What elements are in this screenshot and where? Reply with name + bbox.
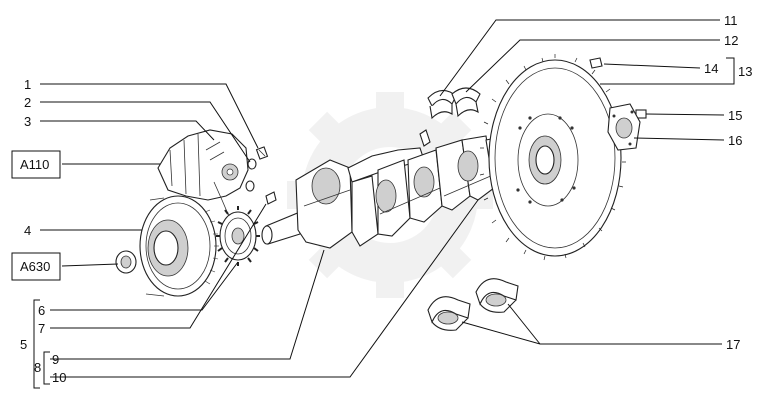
main-bearing-shells bbox=[427, 278, 519, 331]
callout-7: 7 bbox=[38, 321, 45, 336]
timing-sprocket bbox=[216, 206, 260, 266]
pulley-nut bbox=[115, 250, 137, 274]
ref-box-a630-label: A630 bbox=[20, 259, 50, 274]
callout-8: 8 bbox=[34, 360, 41, 375]
callout-9: 9 bbox=[52, 352, 59, 367]
callout-6: 6 bbox=[38, 303, 45, 318]
callout-16: 16 bbox=[728, 133, 742, 148]
callout-3: 3 bbox=[24, 114, 31, 129]
callout-15: 15 bbox=[728, 108, 742, 123]
ref-box-a110: A110 bbox=[11, 150, 61, 179]
woodruff-key bbox=[265, 191, 277, 205]
callout-12: 12 bbox=[724, 33, 738, 48]
callout-2: 2 bbox=[24, 95, 31, 110]
callout-14: 14 bbox=[704, 61, 718, 76]
ref-box-a110-label: A110 bbox=[20, 157, 49, 172]
flywheel bbox=[479, 54, 626, 261]
thrust-half-rings bbox=[427, 87, 481, 120]
oil-pump-housing bbox=[157, 129, 249, 219]
callout-11: 11 bbox=[724, 13, 738, 28]
bolt-plate bbox=[607, 103, 641, 151]
callout-4: 4 bbox=[24, 223, 31, 238]
callout-numbers: 1 2 3 4 5 6 7 8 9 10 11 12 13 14 15 16 1… bbox=[20, 13, 752, 385]
callout-10: 10 bbox=[52, 370, 66, 385]
callout-13: 13 bbox=[738, 64, 752, 79]
callout-5: 5 bbox=[20, 337, 27, 352]
crankshaft-pulley bbox=[139, 195, 219, 297]
washer-part-2 bbox=[245, 158, 257, 192]
callout-1: 1 bbox=[24, 77, 31, 92]
ref-box-a630: A630 bbox=[11, 252, 61, 281]
callout-17: 17 bbox=[726, 337, 740, 352]
dowel-pin bbox=[589, 57, 603, 69]
bolt-part-1 bbox=[255, 146, 269, 160]
leader-lines bbox=[33, 19, 735, 389]
